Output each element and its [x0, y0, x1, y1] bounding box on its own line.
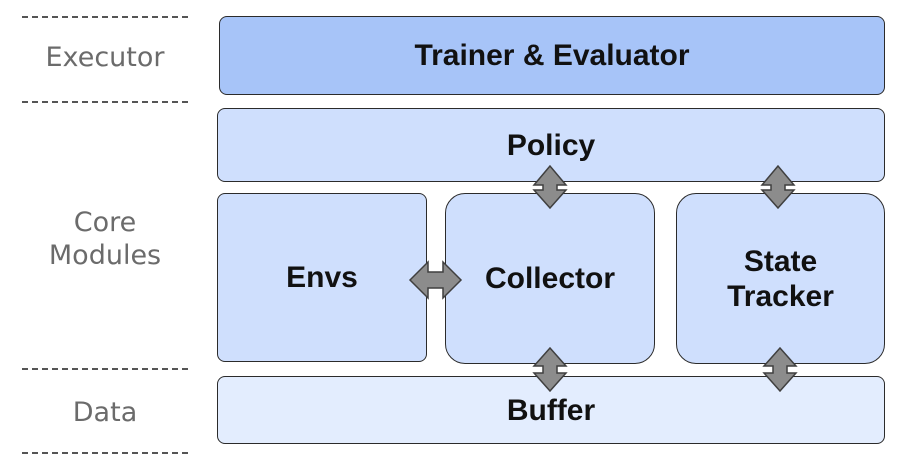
- separator-bottom: [22, 452, 188, 454]
- layer-label-core-modules-line-2: Modules: [48, 240, 162, 271]
- buffer-box: Buffer: [217, 376, 885, 444]
- separator-executor-core: [22, 101, 188, 103]
- envs-label: Envs: [286, 261, 358, 294]
- state-tracker-box: State Tracker: [676, 193, 885, 364]
- envs-box: Envs: [217, 193, 427, 362]
- state-tracker-label-line-2: Tracker: [727, 279, 834, 313]
- layer-label-data: Data: [72, 397, 138, 428]
- layer-label-core-modules-line-1: Core: [73, 207, 137, 238]
- collector-box: Collector: [445, 193, 655, 364]
- layer-label-core-modules: Core Modules: [18, 206, 192, 272]
- policy-box: Policy: [217, 108, 885, 182]
- state-tracker-label-line-1: State: [743, 244, 818, 278]
- trainer-evaluator-label: Trainer & Evaluator: [414, 39, 690, 72]
- separator-core-data: [22, 368, 188, 370]
- separator-top: [22, 16, 188, 18]
- trainer-evaluator-box: Trainer & Evaluator: [219, 16, 885, 95]
- layer-label-executor: Executor: [45, 42, 165, 73]
- policy-label: Policy: [506, 128, 596, 162]
- collector-label: Collector: [484, 262, 616, 295]
- buffer-label: Buffer: [506, 393, 596, 427]
